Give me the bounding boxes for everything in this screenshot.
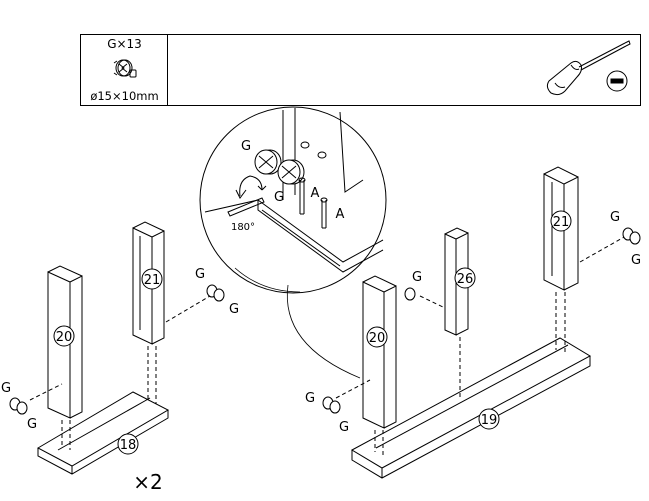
cam-lock-icon (206, 284, 225, 302)
part-circle-18 (117, 433, 139, 455)
detail-magnifier (199, 106, 387, 379)
part-size-label: ø15×10mm (90, 89, 159, 103)
part-number-21-right: 21 (553, 215, 570, 230)
g-label: G (631, 253, 641, 268)
part-number-19: 19 (481, 413, 498, 428)
g-label: G (1, 381, 11, 396)
part-circle-21-right (550, 210, 572, 232)
g-label: G (27, 417, 37, 432)
part-circle-19 (478, 408, 500, 430)
g-label: G (229, 302, 239, 317)
part-circle-20-right (366, 326, 388, 348)
g-label: G (195, 267, 205, 282)
cam-lock-icon (404, 287, 416, 301)
cam-lock-icon (622, 227, 641, 245)
flathead-screwdriver-icon (546, 40, 631, 96)
g-label: G (305, 391, 315, 406)
parts-header-box: G×13 ø15×10mm (80, 34, 641, 106)
part-number-26: 26 (457, 272, 474, 287)
g-label: G (610, 210, 620, 225)
g-label: G (339, 420, 349, 435)
detail-label-a-2: A (336, 207, 345, 222)
rotation-arrow-icon (227, 175, 267, 217)
detail-cam-lock-icon (254, 149, 305, 185)
part-circle-21-left (141, 268, 163, 290)
part-number-20-right: 20 (369, 331, 386, 346)
rotation-label: 180° (231, 222, 255, 233)
cam-lock-icon (322, 396, 341, 414)
left-assembly (9, 221, 225, 475)
part-cell: G×13 ø15×10mm (81, 35, 168, 105)
cam-lock-icon (113, 59, 137, 78)
right-assembly (322, 166, 641, 479)
cam-lock-icon (9, 397, 28, 415)
detail-label-g-2: G (274, 190, 284, 205)
part-number-21-left: 21 (144, 273, 161, 288)
part-code-label: G×13 (107, 37, 142, 51)
part-number-18: 18 (120, 438, 137, 453)
part-circle-26 (454, 267, 476, 289)
part-circle-20-left (53, 325, 75, 347)
multiplier-label: ×2 (133, 470, 162, 494)
detail-label-a-1: A (311, 186, 320, 201)
part-number-20-left: 20 (56, 330, 73, 345)
g-label: G (412, 270, 422, 285)
detail-label-g-1: G (241, 139, 251, 154)
